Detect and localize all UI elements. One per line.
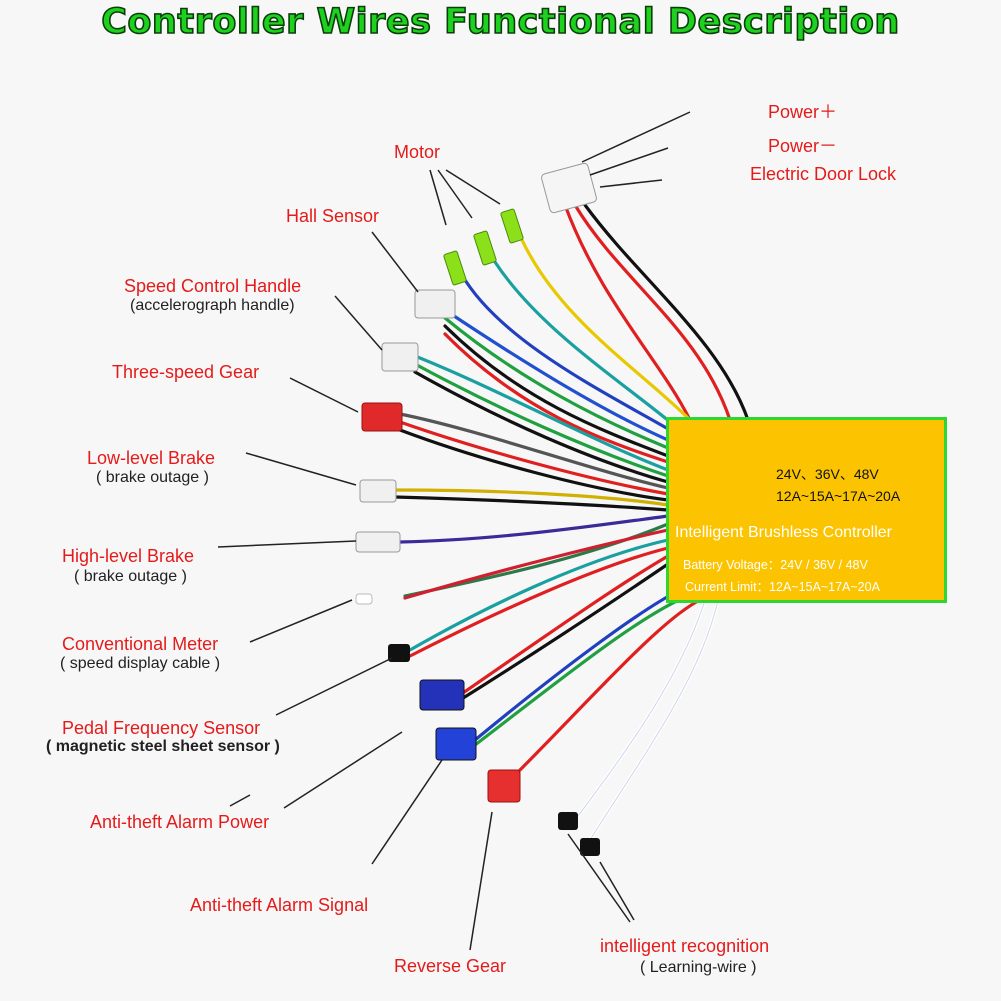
label-intelligent: intelligent recognition xyxy=(600,936,770,956)
label-low-brake: Low-level Brake xyxy=(87,448,216,468)
page-title: Controller Wires Functional Description xyxy=(100,1,900,43)
label-motor: Motor xyxy=(394,142,441,162)
speed-handle-connector xyxy=(381,342,419,372)
label-meter-sub: ( speed display cable ) xyxy=(60,655,221,672)
alarm-power-connector xyxy=(388,644,410,662)
alarm-signal-connector xyxy=(435,727,477,761)
pedal-connector xyxy=(419,679,465,711)
label-high-brake: High-level Brake xyxy=(62,546,195,566)
label-intelligent-sub: ( Learning-wire ) xyxy=(640,959,757,976)
three-speed-connector xyxy=(361,402,403,432)
controller-currents: 12A~15A~17A~20A xyxy=(776,488,901,504)
power-connector xyxy=(541,162,597,214)
leader-lines xyxy=(217,111,691,951)
label-alarm-signal: Anti-theft Alarm Signal xyxy=(190,895,369,915)
label-power-plus: Power＋ xyxy=(768,102,838,122)
wire-bundle xyxy=(393,203,750,842)
controller-current-limit: Current Limit：12A~15A~17A~20A xyxy=(685,580,880,594)
label-meter: Conventional Meter xyxy=(62,634,219,654)
high-brake-connector xyxy=(355,531,401,553)
low-brake-connector xyxy=(359,479,397,503)
controller-box: 24V、36V、48V 12A~15A~17A~20A Intelligent … xyxy=(666,417,947,603)
meter-connector xyxy=(355,593,373,605)
label-alarm-power: Anti-theft Alarm Power xyxy=(90,812,270,832)
label-hall-sensor: Hall Sensor xyxy=(286,206,380,226)
label-power-minus: Power－ xyxy=(768,136,838,156)
label-three-speed: Three-speed Gear xyxy=(112,362,260,382)
controller-name: Intelligent Brushless Controller xyxy=(675,524,892,541)
label-low-brake-sub: ( brake outage ) xyxy=(96,469,209,486)
controller-voltages: 24V、36V、48V xyxy=(776,466,879,482)
label-pedal-sub: ( magnetic steel sheet sensor ) xyxy=(46,738,280,755)
learning-connector-b xyxy=(580,838,600,856)
label-speed-handle-sub: (accelerograph handle) xyxy=(130,297,295,314)
label-speed-handle: Speed Control Handle xyxy=(124,276,302,296)
label-door-lock: Electric Door Lock xyxy=(750,164,897,184)
hall-sensor-connector xyxy=(414,289,456,319)
motor-connector xyxy=(443,208,524,286)
label-pedal: Pedal Frequency Sensor xyxy=(62,718,261,738)
learning-connector-a xyxy=(558,812,578,830)
label-reverse: Reverse Gear xyxy=(394,956,507,976)
reverse-connector xyxy=(487,769,521,803)
label-high-brake-sub: ( brake outage ) xyxy=(74,568,187,585)
controller-battery-voltage: Battery Voltage：24V / 36V / 48V xyxy=(683,558,868,572)
